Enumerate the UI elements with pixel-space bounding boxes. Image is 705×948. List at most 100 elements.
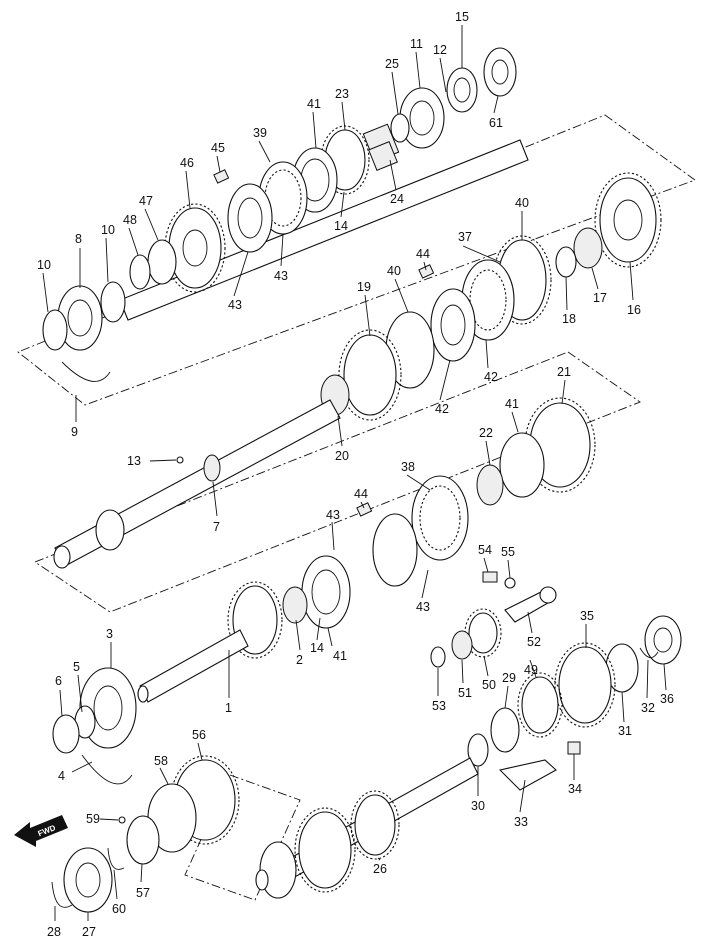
- sleeve-39-b: [227, 183, 273, 253]
- leader-line: [128, 227, 139, 256]
- callout-36: 36: [660, 692, 674, 706]
- callout-18: 18: [562, 312, 576, 326]
- sleeve-41-mid: [499, 432, 545, 498]
- callout-21: 21: [557, 365, 571, 379]
- leader-line: [406, 474, 431, 491]
- leader-line: [185, 170, 191, 209]
- ring-15: [446, 67, 478, 113]
- callout-8: 8: [75, 232, 82, 246]
- key-44-lower: [356, 502, 373, 517]
- leader-line: [77, 674, 83, 713]
- leader-line: [493, 95, 499, 114]
- leader-line: [462, 245, 501, 263]
- upper-shaft-assembly: [42, 47, 529, 382]
- snap-ring-32: [639, 647, 659, 658]
- leader-line: [389, 159, 397, 191]
- callout-33: 33: [514, 815, 528, 829]
- leader-line: [140, 863, 143, 883]
- leader-line: [312, 111, 317, 149]
- callout-19: 19: [357, 280, 371, 294]
- leader-line: [149, 459, 177, 462]
- gear-output-large: [298, 811, 352, 889]
- leader-line: [439, 359, 451, 401]
- leader-line: [621, 691, 625, 723]
- leader-line: [144, 208, 159, 241]
- callout-43d: 43: [416, 600, 430, 614]
- callout-40a: 40: [515, 196, 529, 210]
- reverse-parts: [430, 571, 557, 668]
- callout-26: 26: [373, 862, 387, 876]
- callout-labels: 1 2 3 4 5 6 7 8 9 10 10 11 12 13 14 14 1…: [37, 10, 674, 939]
- callout-43c: 43: [326, 508, 340, 522]
- leader-line: [341, 101, 346, 131]
- leader-line: [331, 521, 335, 551]
- needle-bearing-22: [476, 464, 504, 506]
- bearing-36: [644, 615, 682, 665]
- washer-25: [390, 113, 410, 143]
- snap-ring-9: [61, 361, 111, 382]
- key-45: [213, 169, 230, 184]
- callout-59: 59: [86, 812, 100, 826]
- callout-60: 60: [112, 902, 126, 916]
- callout-49: 49: [524, 663, 538, 677]
- callout-15: 15: [455, 10, 469, 24]
- callout-16: 16: [627, 303, 641, 317]
- main-shaft-assembly: [53, 172, 662, 569]
- leader-line: [483, 655, 489, 677]
- snap-ring-4: [81, 754, 133, 785]
- callout-34: 34: [568, 782, 582, 796]
- callout-61: 61: [489, 116, 503, 130]
- callout-50: 50: [482, 678, 496, 692]
- callout-42b: 42: [435, 402, 449, 416]
- bushing-47: [147, 239, 177, 285]
- leader-line: [591, 267, 599, 290]
- callout-5: 5: [73, 660, 80, 674]
- pin-59: [118, 816, 126, 824]
- leader-line: [529, 659, 537, 678]
- callout-24: 24: [390, 192, 404, 206]
- callout-52: 52: [527, 635, 541, 649]
- callout-31: 31: [618, 724, 632, 738]
- callout-54: 54: [478, 543, 492, 557]
- leader-line: [504, 685, 509, 709]
- callout-40b: 40: [387, 264, 401, 278]
- ring-10-inner: [100, 281, 126, 323]
- leader-lines: [42, 25, 667, 921]
- leader-line: [316, 617, 321, 641]
- callout-32: 32: [641, 701, 655, 715]
- middle-shaft-frame: [34, 351, 641, 613]
- leader-line: [280, 233, 284, 267]
- leader-line: [71, 761, 93, 773]
- callout-23: 23: [335, 87, 349, 101]
- callout-1: 1: [225, 701, 232, 715]
- leader-line: [439, 57, 447, 93]
- callout-46: 46: [180, 156, 194, 170]
- fwd-arrow-icon: FWD: [14, 815, 68, 847]
- callout-17: 17: [593, 291, 607, 305]
- leader-line: [629, 261, 634, 301]
- collar-18: [555, 246, 577, 278]
- leader-line: [421, 569, 429, 599]
- washer-6: [52, 714, 80, 754]
- callout-22: 22: [479, 426, 493, 440]
- callout-14a: 14: [334, 219, 348, 233]
- gear-26: [354, 794, 396, 856]
- callout-35: 35: [580, 609, 594, 623]
- ring-57: [126, 815, 160, 865]
- callout-20: 20: [335, 449, 349, 463]
- callout-4: 4: [58, 769, 65, 783]
- washer-55: [504, 577, 516, 589]
- callout-47: 47: [139, 194, 153, 208]
- sleeve-41-lower: [301, 555, 351, 629]
- leader-line: [364, 294, 371, 337]
- callout-44b: 44: [354, 487, 368, 501]
- second-gear-assembly: [52, 397, 596, 785]
- leader-line: [663, 663, 667, 691]
- leader-line: [337, 415, 343, 447]
- needle-bearing-24: [368, 141, 398, 171]
- leader-line: [59, 689, 63, 717]
- callout-37: 37: [458, 230, 472, 244]
- bolt-34: [567, 741, 581, 755]
- leader-line: [423, 261, 427, 271]
